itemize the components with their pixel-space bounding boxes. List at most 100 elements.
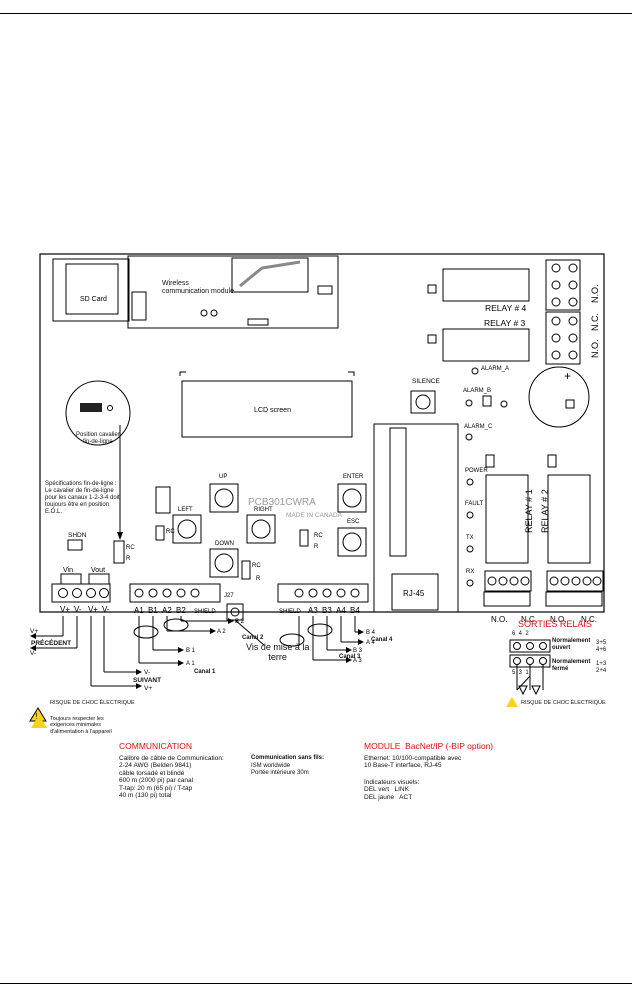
left-button bbox=[172, 514, 202, 544]
svg-text:A3: A3 bbox=[308, 606, 318, 615]
svg-text:ENTER: ENTER bbox=[343, 474, 364, 480]
communication-body: Calibre de câble de Communication: 2-24 … bbox=[119, 755, 224, 800]
svg-text:RC: RC bbox=[314, 533, 323, 539]
relay2-terminal bbox=[546, 570, 604, 592]
svg-text:UP: UP bbox=[219, 474, 227, 480]
svg-text:ESC: ESC bbox=[347, 519, 360, 525]
warning-triangle-icon bbox=[31, 715, 47, 728]
relay3-nc-label: N.C. bbox=[590, 313, 600, 331]
svg-text:SHIELD: SHIELD bbox=[279, 609, 301, 615]
svg-text:V+: V+ bbox=[30, 628, 38, 635]
lcd-screen bbox=[181, 380, 353, 438]
rj45-label: RJ-45 bbox=[403, 589, 425, 598]
svg-text:A 4: A 4 bbox=[366, 640, 375, 646]
eol-spec-text: Spécifications fin-de-ligne : Le cavalie… bbox=[45, 481, 120, 515]
enter-button bbox=[337, 483, 367, 513]
shdn-label: SHDN bbox=[68, 532, 87, 539]
module-indicators: Indicateurs visuels: DEL vert LINK DEL j… bbox=[364, 779, 420, 801]
battery bbox=[528, 366, 590, 428]
relay1-label: RELAY # 1 bbox=[524, 489, 534, 533]
suivant-label: SUIVANT bbox=[133, 677, 162, 684]
lcd-label: LCD screen bbox=[254, 407, 291, 414]
relay1-nc-label: N.C. bbox=[521, 615, 537, 624]
relay3-no-label: N.O. bbox=[590, 339, 600, 358]
svg-text:A1: A1 bbox=[134, 606, 144, 615]
svg-text:B 3: B 3 bbox=[353, 648, 363, 654]
relay4-block bbox=[442, 268, 530, 302]
canal3-label: Canal 3 bbox=[339, 654, 361, 660]
respect-warning: Toujours respecter les exigences minimal… bbox=[50, 716, 112, 735]
canal2-label: Canal 2 bbox=[242, 635, 264, 641]
sd-card-label: SD Card bbox=[80, 296, 107, 303]
canal4-label: Canal 4 bbox=[371, 637, 393, 643]
silence-label: SILENCE bbox=[412, 378, 440, 385]
relay1-no-label: N.O. bbox=[491, 615, 507, 624]
tx-label: TX bbox=[466, 535, 474, 541]
canal1-label: Canal 1 bbox=[194, 669, 216, 675]
svg-text:B1: B1 bbox=[148, 606, 158, 615]
svg-text:B2: B2 bbox=[176, 606, 186, 615]
shock-warning-right: RISQUE DE CHOC ÉLECTRIQUE bbox=[521, 700, 606, 706]
normally-open-label: Normalement ouvert bbox=[552, 638, 591, 651]
vout-label: Vout bbox=[91, 567, 105, 574]
svg-text:V-: V- bbox=[74, 605, 82, 614]
svg-text:V+: V+ bbox=[60, 605, 70, 614]
down-button bbox=[209, 548, 239, 578]
relay-outputs-title: SORTIES RELAIS bbox=[518, 619, 592, 629]
up-button bbox=[209, 483, 239, 513]
rx-label: RX bbox=[466, 569, 474, 575]
svg-text:V+: V+ bbox=[88, 605, 98, 614]
silence-button bbox=[410, 390, 436, 414]
svg-text:B 4: B 4 bbox=[366, 630, 376, 636]
relay-top-pins: 6 4 2 bbox=[512, 631, 529, 637]
svg-text:B 2: B 2 bbox=[235, 619, 245, 625]
svg-text:R: R bbox=[314, 544, 319, 550]
svg-text:RC: RC bbox=[126, 545, 135, 551]
relay3-label: RELAY # 3 bbox=[484, 318, 526, 328]
svg-text:A 1: A 1 bbox=[186, 661, 195, 667]
relay4-terminal bbox=[545, 259, 581, 311]
board-outline bbox=[39, 253, 605, 613]
svg-text:R: R bbox=[126, 556, 131, 562]
svg-text:B 1: B 1 bbox=[186, 648, 196, 654]
svg-text:LEFT: LEFT bbox=[178, 507, 193, 513]
power-label: POWER bbox=[465, 468, 488, 474]
svg-text:A 2: A 2 bbox=[217, 629, 226, 635]
relay2-block bbox=[547, 474, 591, 564]
bottom-rule bbox=[0, 983, 632, 984]
normally-closed-label: Normalement fermé bbox=[552, 659, 591, 672]
relay4-label: RELAY # 4 bbox=[485, 303, 527, 313]
relay2-no-label: N.O. bbox=[550, 615, 566, 624]
wireless-label: Wireless communication module bbox=[162, 280, 234, 296]
sd-card-slot bbox=[52, 258, 130, 322]
ground-screw-label: Vis de mise à la terre bbox=[246, 642, 310, 663]
svg-text:RC: RC bbox=[252, 563, 261, 569]
ethernet-module bbox=[373, 423, 459, 613]
warning-triangle-icon bbox=[506, 697, 518, 707]
svg-text:RC: RC bbox=[166, 529, 175, 535]
relay1-terminal bbox=[484, 570, 532, 592]
svg-text:B4: B4 bbox=[350, 606, 360, 615]
svg-text:J27: J27 bbox=[224, 593, 234, 599]
module-title: MODULE BacNet/IP (-BIP option) bbox=[364, 741, 494, 751]
normally-open-pins: 3+5 4+6 bbox=[596, 640, 607, 653]
made-in-label: MADE IN CANADA bbox=[286, 512, 343, 519]
jumper-detail bbox=[65, 380, 131, 446]
alarm-a-label: ALARM_A bbox=[481, 366, 509, 372]
wireless-comm-body: ISM worldwide Portée intérieure 30m bbox=[251, 763, 309, 776]
pcb-label: PCB301CWRA bbox=[248, 497, 316, 508]
esc-button bbox=[337, 527, 367, 557]
relay3-terminal bbox=[545, 311, 581, 365]
svg-text:V-: V- bbox=[102, 605, 110, 614]
wireless-module bbox=[127, 255, 339, 329]
svg-text:V-: V- bbox=[144, 669, 150, 676]
vin-label: Vin bbox=[63, 567, 73, 574]
jumper-position-label: Position cavalier fin-de-ligne bbox=[76, 432, 120, 445]
alarm-c-label: ALARM_C bbox=[464, 424, 493, 430]
svg-text:B3: B3 bbox=[322, 606, 332, 615]
svg-text:DOWN: DOWN bbox=[215, 541, 234, 547]
relay1-block bbox=[485, 474, 529, 564]
top-rule bbox=[0, 13, 632, 14]
alarm-b-label: ALARM_B bbox=[463, 388, 491, 394]
relay2-label: RELAY # 2 bbox=[540, 489, 550, 533]
